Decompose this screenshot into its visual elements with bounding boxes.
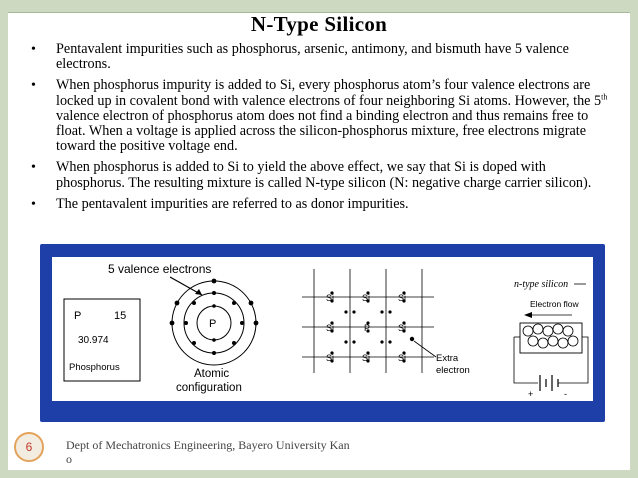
bullet-text: Pentavalent impurities such as phosphoru…	[56, 41, 569, 73]
atomic-config-label: Atomic	[194, 368, 229, 380]
extra-electron-label: electron	[436, 365, 470, 376]
bullet-list: • Pentavalent impurities such as phospho…	[28, 41, 614, 218]
svg-text:Si: Si	[362, 353, 370, 363]
svg-text:Si: Si	[398, 293, 406, 303]
extra-electron-pointer	[413, 340, 437, 358]
bullet-item: • When phosphorus is added to Si to yiel…	[28, 159, 614, 191]
circuit-wire-right	[558, 336, 589, 384]
lattice-atoms: Si Si Si Si P Si Si Si Si	[326, 293, 406, 363]
bullet-text-part: When phosphorus impurity is added to Si,…	[56, 77, 602, 109]
minus-sign: -	[564, 389, 567, 399]
extra-electron-label: Extra	[436, 353, 459, 364]
footer-text: Dept of Mechatronics Engineering, Bayero…	[66, 438, 356, 466]
bullet-text-part: valence electron of phosphorus atom does…	[56, 107, 589, 155]
slide-frame-left	[0, 0, 8, 478]
element-tile	[63, 298, 141, 382]
slide-frame-bottom	[0, 470, 638, 478]
circuit-wire-left	[513, 337, 538, 384]
svg-text:Si: Si	[326, 323, 334, 333]
element-name: Phosphorus	[69, 362, 120, 373]
atomic-number: 15	[114, 310, 126, 322]
page-number-badge: 6	[14, 432, 44, 462]
slide-title: N-Type Silicon	[250, 12, 388, 36]
slide-frame-line	[8, 12, 630, 13]
bullet-dot: •	[31, 78, 36, 94]
figure-frame: P 15 30.974 Phosphorus 5 valence electro…	[40, 244, 605, 422]
bullet-dot: •	[31, 196, 36, 212]
bullet-item: • When phosphorus impurity is added to S…	[28, 78, 614, 154]
ntype-label: n-type silicon	[514, 279, 568, 290]
figure-diagram: P 15 30.974 Phosphorus 5 valence electro…	[52, 257, 593, 401]
element-symbol: P	[74, 310, 81, 322]
bullet-dot: •	[31, 160, 36, 176]
slide-frame-right	[630, 0, 638, 478]
lattice-bonds	[302, 269, 434, 373]
electrons	[169, 278, 259, 355]
bullet-item: • Pentavalent impurities such as phospho…	[28, 41, 614, 73]
valence-label: 5 valence electrons	[108, 262, 211, 276]
silicon-block	[519, 322, 583, 354]
slide-frame-top	[0, 0, 638, 12]
arrow-left-icon	[524, 312, 532, 318]
svg-text:Si: Si	[398, 323, 406, 333]
superscript: th	[601, 91, 608, 101]
svg-text:Si: Si	[362, 293, 370, 303]
svg-text:Si: Si	[398, 353, 406, 363]
doping-diagram: P 15 30.974 Phosphorus 5 valence electro…	[63, 262, 589, 399]
electron-cloud	[522, 323, 579, 349]
lattice-electrons	[330, 291, 415, 363]
page-number: 6	[25, 440, 33, 454]
bullet-text: When phosphorus is added to Si to yield …	[56, 159, 592, 191]
atomic-config-label: configuration	[176, 382, 242, 394]
plus-sign: +	[528, 389, 533, 399]
bullet-text: The pentavalent impurities are referred …	[56, 195, 409, 212]
bullet-dot: •	[31, 42, 36, 57]
footer-line: o	[66, 452, 72, 466]
electron-flow-label: Electron flow	[530, 299, 580, 309]
svg-text:P: P	[364, 323, 370, 333]
bullet-item: • The pentavalent impurities are referre…	[28, 195, 614, 212]
atom-symbol: P	[209, 318, 216, 330]
atomic-mass: 30.974	[78, 335, 109, 346]
bullet-text: When phosphorus impurity is added to Si,…	[56, 77, 607, 154]
arrow-head-icon	[195, 289, 202, 295]
footer-line: Dept of Mechatronics Engineering, Bayero…	[66, 438, 350, 452]
svg-text:Si: Si	[326, 293, 334, 303]
svg-text:Si: Si	[326, 353, 334, 363]
